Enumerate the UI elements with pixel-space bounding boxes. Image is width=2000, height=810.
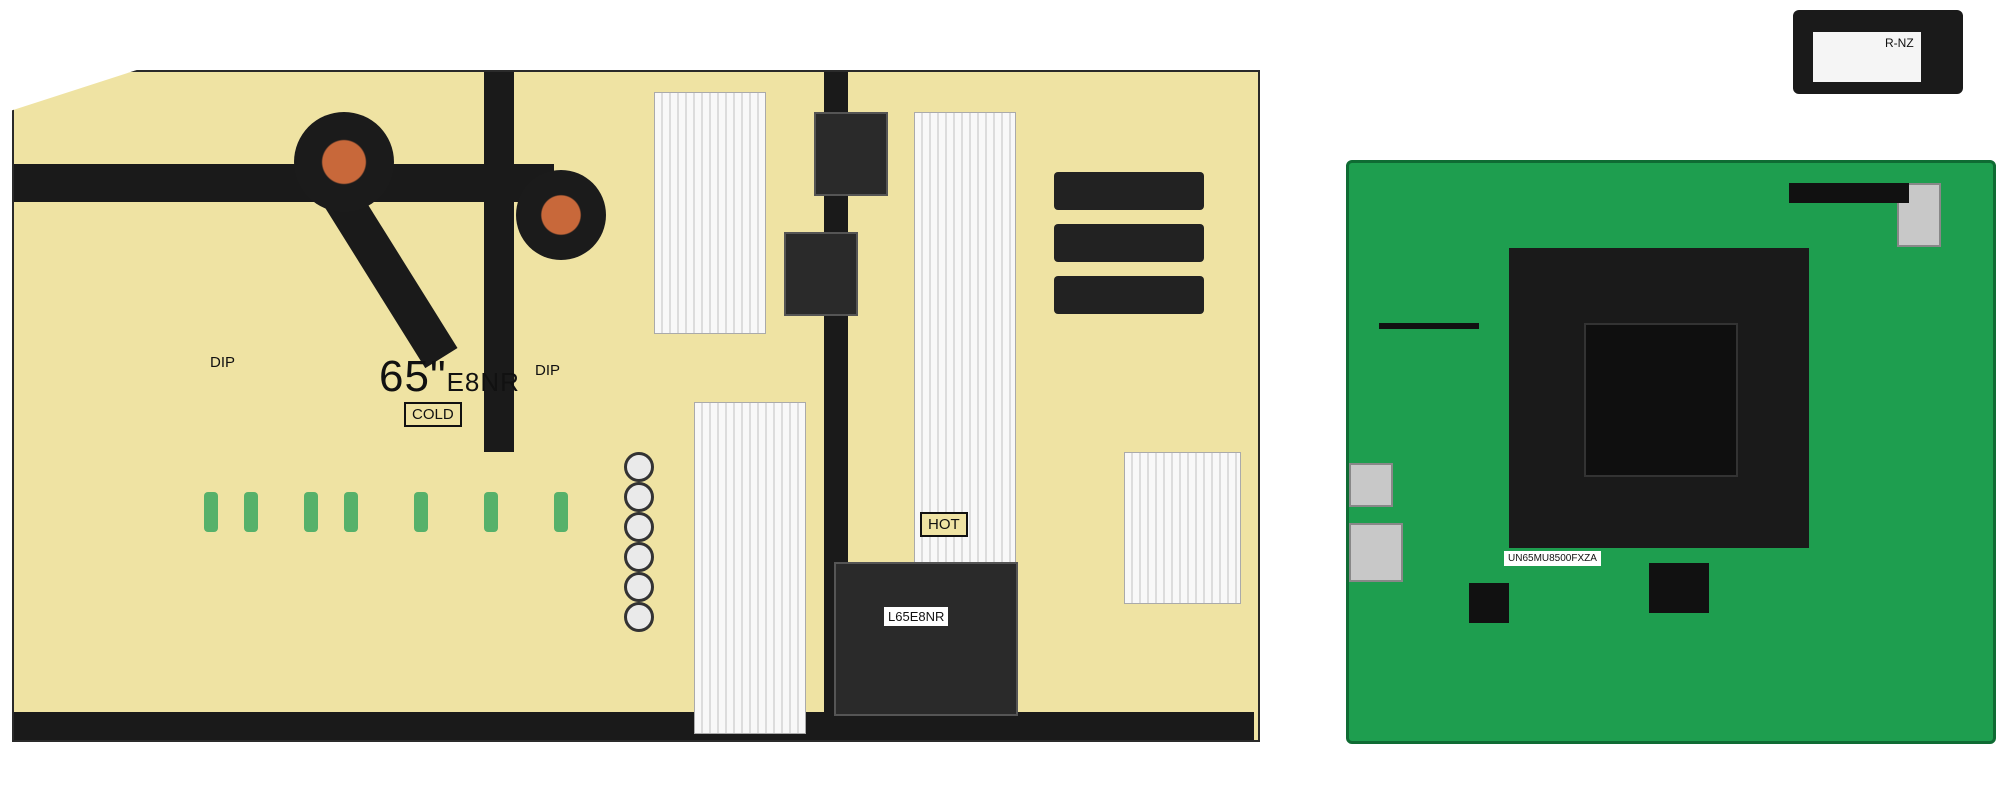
resistor [244,492,258,532]
dip-label: DIP [529,360,567,381]
toroidal-coil [516,170,606,260]
hdmi-port [1897,183,1941,247]
resistor [554,492,568,532]
toroidal-coil [294,112,394,212]
capacitor [624,482,654,512]
heatsink [1124,452,1241,604]
soc-shield [1509,248,1809,548]
pcb-trace [484,72,514,452]
soc-chip [1584,323,1738,477]
connector [1379,323,1479,329]
ic-chip [1649,563,1709,613]
wifi-certification-mark: R-NZ [1885,36,1914,50]
capacitor [1054,224,1204,262]
main-board: UN65MU8500FXZA [1346,160,1996,744]
heatsink [914,112,1016,584]
transformer [814,112,888,196]
resistor [484,492,498,532]
transformer [784,232,858,316]
usb-port [1349,463,1393,507]
capacitor [624,452,654,482]
model-marking: 65"E8NR [379,352,520,402]
hot-label: HOT [920,512,968,537]
cold-label: COLD [404,402,462,427]
capacitor [624,572,654,602]
transformer [834,562,1018,716]
heatsink [654,92,766,334]
wifi-module: R-NZ [1793,10,1963,94]
board-part-number: L65E8NR_MHS BN44-00912A [559,794,751,810]
pcb-trace [14,712,1254,740]
resistor [344,492,358,532]
resistor [414,492,428,532]
capacitor [624,602,654,632]
wifi-module-label: R-NZ [1813,32,1921,82]
pcb-trace [14,164,554,202]
connector [1789,183,1909,203]
ethernet-port [1349,523,1403,582]
model-large: 65" [379,352,447,401]
dip-label: DIP [204,352,242,373]
resistor [304,492,318,532]
ic-chip [1469,583,1509,623]
capacitor [1054,172,1204,210]
capacitor [624,542,654,572]
heatsink [694,402,806,734]
transformer-label: L65E8NR [884,607,949,626]
model-suffix: E8NR [446,367,520,397]
power-supply-board: L65E8NR 65"E8NR COLD HOT DIP DIP L65E8NR… [12,70,1260,742]
resistor [204,492,218,532]
main-board-label: UN65MU8500FXZA [1504,551,1601,566]
capacitor [1054,276,1204,314]
capacitor [624,512,654,542]
